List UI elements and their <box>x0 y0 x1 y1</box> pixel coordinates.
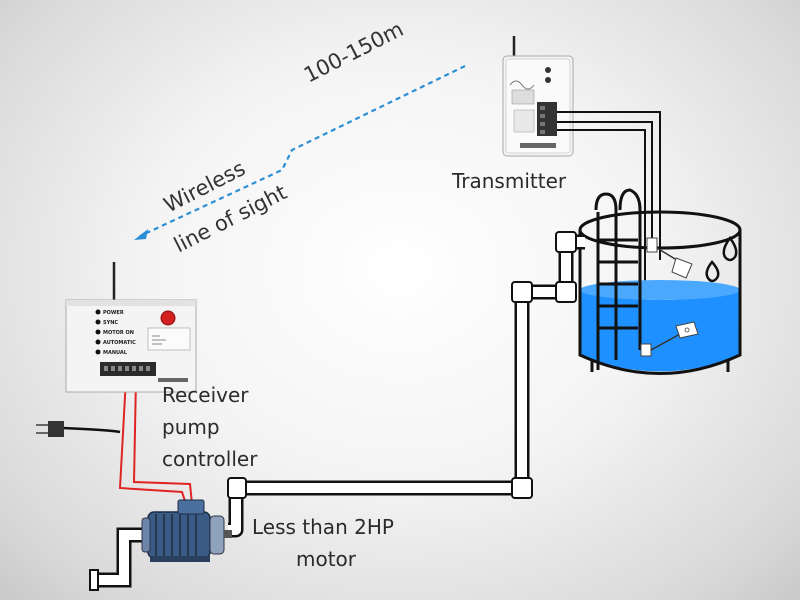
mains-plug-icon <box>36 421 121 437</box>
motor-power-wires <box>118 377 193 505</box>
suction-pipe <box>89 527 150 591</box>
indicator-manual: MANUAL <box>103 350 128 356</box>
receiver-controller-unit: POWER SYNC MOTOR ON AUTOMATIC MANUAL <box>65 262 197 393</box>
indicator-automatic: AUTOMATIC <box>103 340 136 346</box>
float-switch-low <box>640 321 699 357</box>
float-switch-high <box>646 237 693 279</box>
receiver-label-line1: Receiver <box>162 383 249 407</box>
electric-motor <box>141 499 232 562</box>
wireless-link <box>134 65 466 240</box>
transmitter-label: Transmitter <box>452 169 567 193</box>
transmitter-unit <box>502 36 574 157</box>
receiver-label-line2: pump <box>162 415 220 439</box>
indicator-power: POWER <box>103 310 124 316</box>
pipe-joints <box>227 231 577 499</box>
tank-ladder <box>594 188 642 370</box>
motor-label-line1: Less than 2HP <box>252 515 394 539</box>
motor-label-line2: motor <box>296 547 357 571</box>
indicator-motor-on: MOTOR ON <box>103 330 134 336</box>
indicator-sync: SYNC <box>103 320 118 326</box>
receiver-label-line3: controller <box>162 447 258 471</box>
water-drop-icon <box>705 235 738 283</box>
